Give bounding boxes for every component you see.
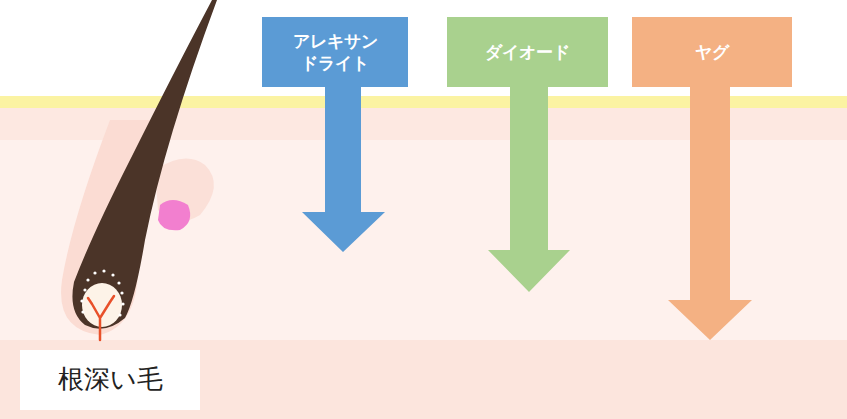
matrix-dots [80,269,124,316]
depth-arrow [302,86,385,252]
label-text: アレキサンドライト [287,30,382,74]
air [0,0,847,96]
label-text: ダイオード [485,41,570,63]
laser-label-box: ダイオード [447,17,608,87]
laser-label-box: ヤグ [632,17,792,87]
blood-vessel [88,296,114,340]
dermal-papilla [82,283,122,327]
label-text: 根深い毛 [58,364,163,395]
hair-shaft [72,0,217,329]
depth-arrow [488,86,570,292]
subcutis [0,340,847,419]
hair-label-box: 根深い毛 [20,350,200,410]
laser-label-box: アレキサンドライト [262,17,408,87]
label-text: ヤグ [695,41,729,63]
sebaceous-gland [158,200,190,230]
depth-arrow [668,86,752,340]
